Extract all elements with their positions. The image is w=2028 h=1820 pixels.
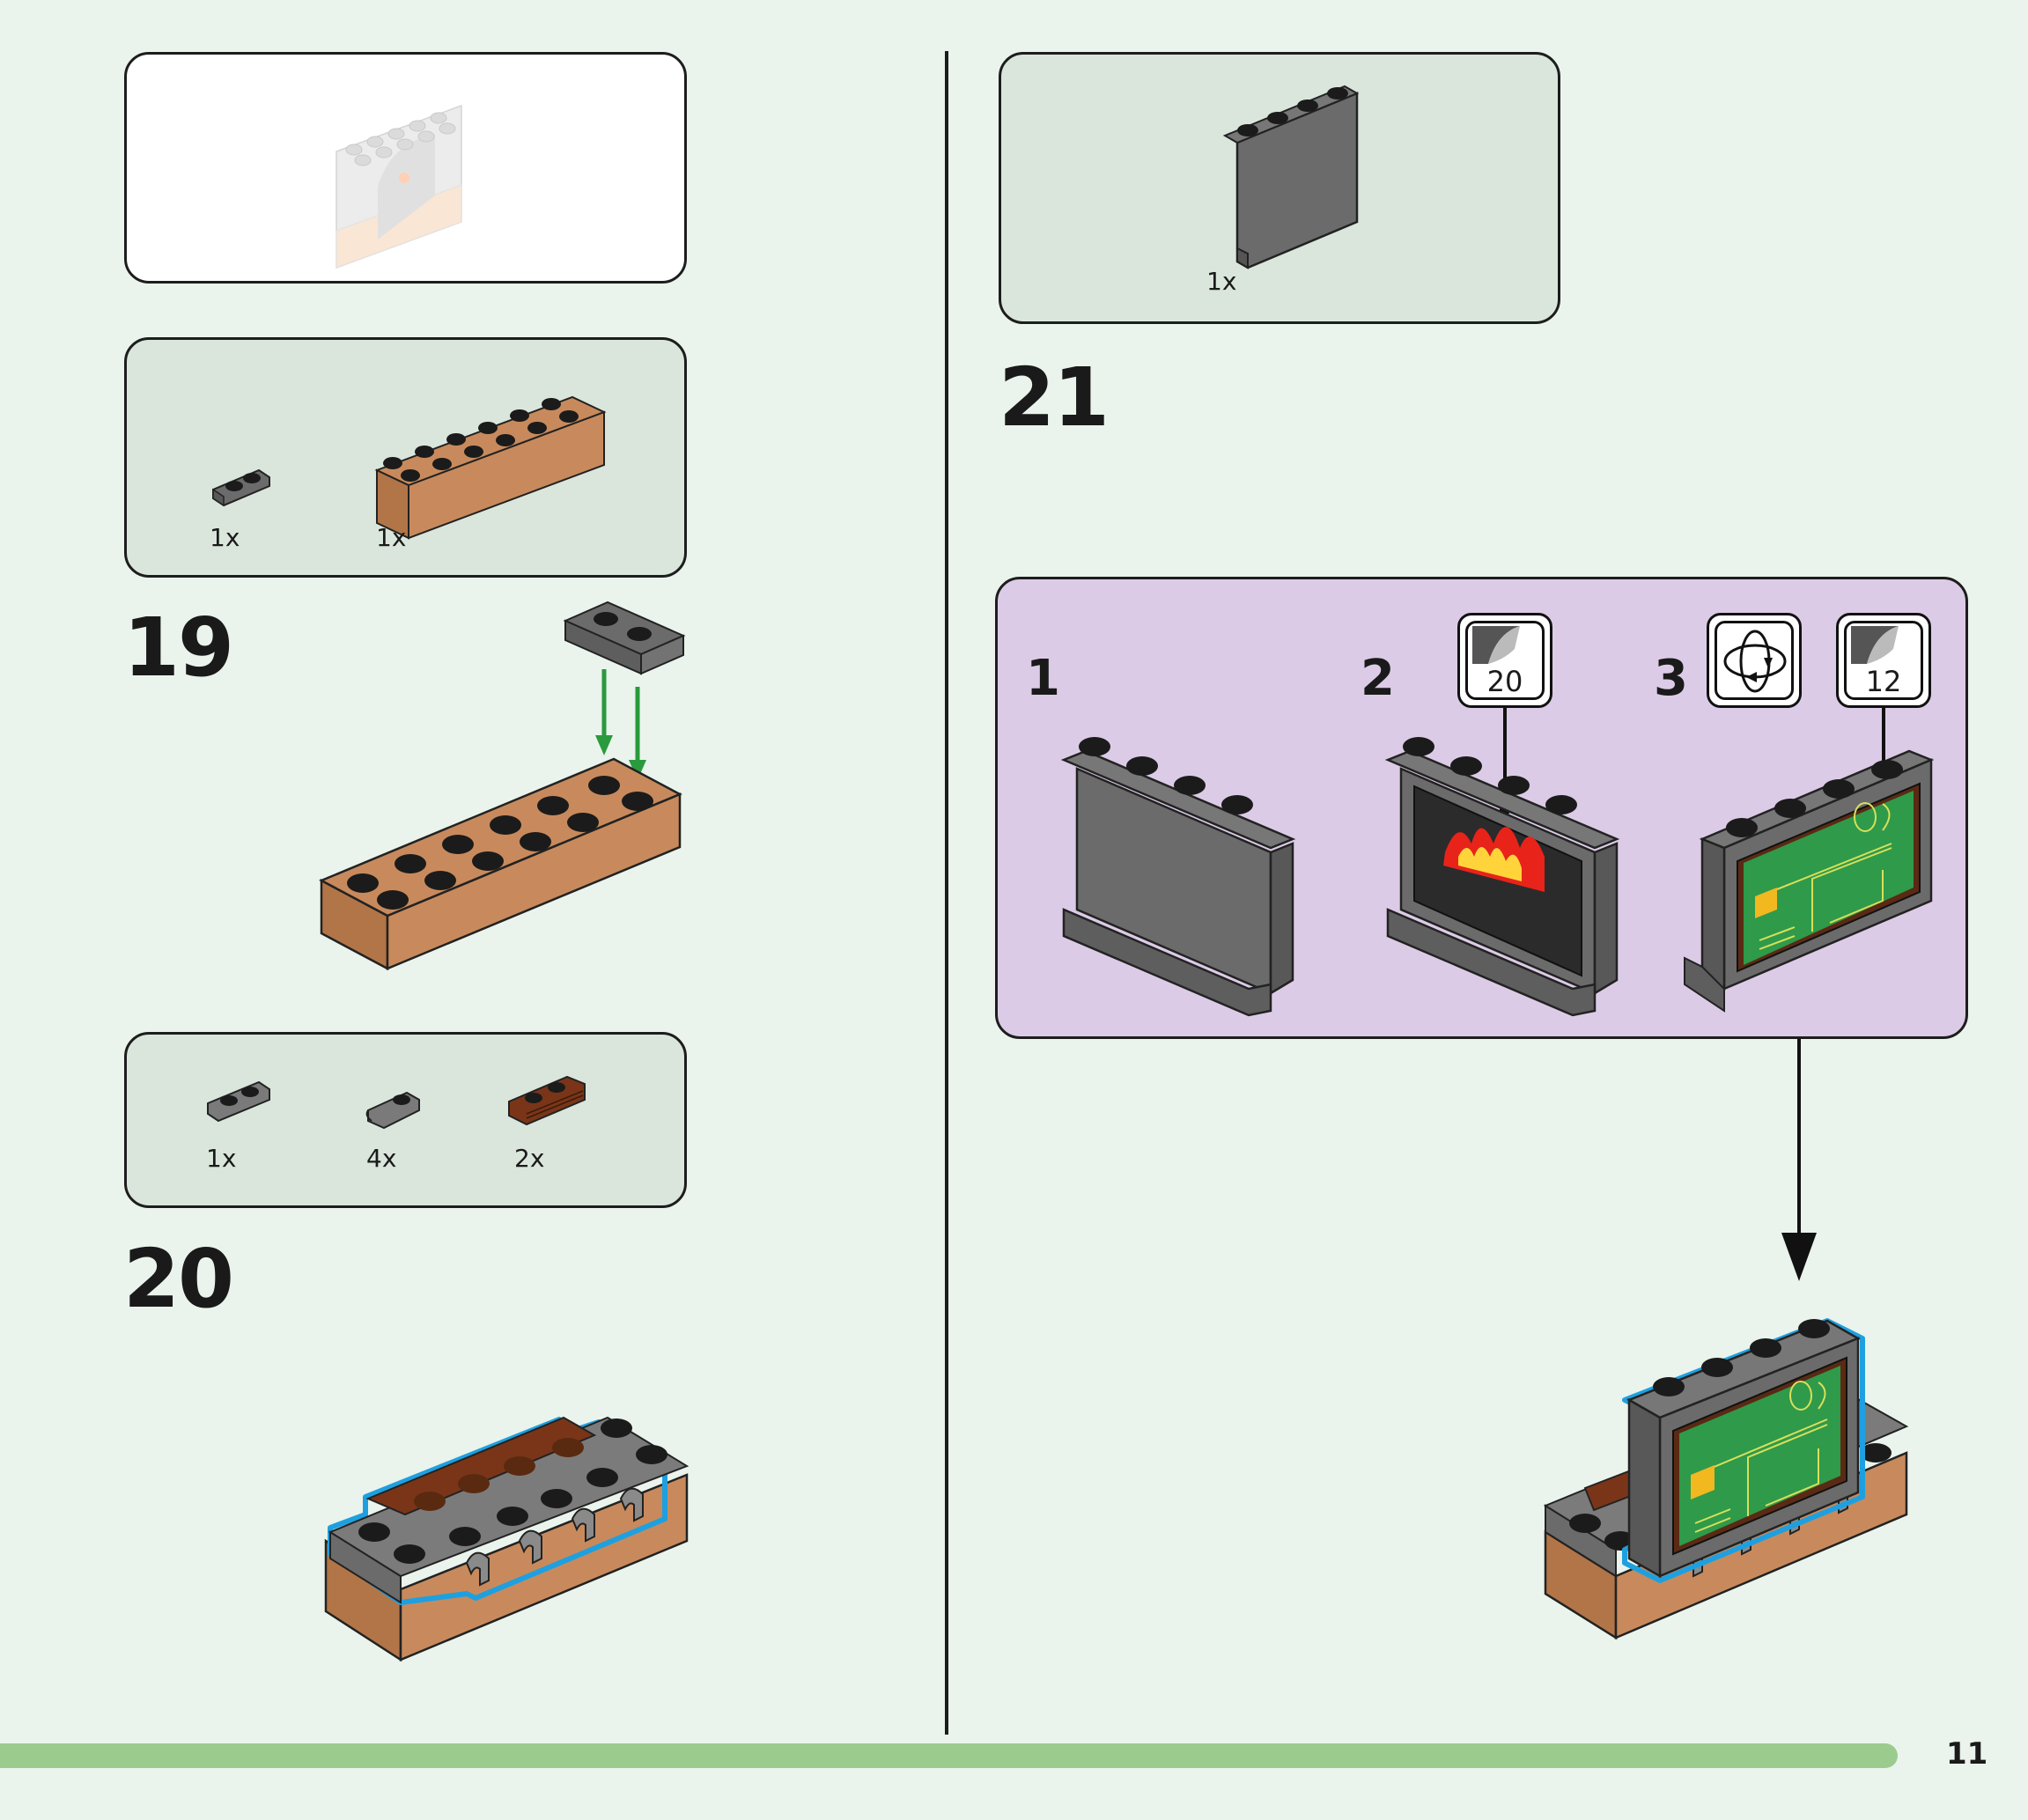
- step19-parts-box: 1x 1x: [124, 337, 687, 578]
- faded-fireplace-preview: [336, 104, 462, 269]
- substep-number-2: 2: [1361, 650, 1395, 707]
- rotate-model-icon: [1707, 613, 1802, 708]
- sticker-number: 12: [1865, 665, 1902, 698]
- part-plate-clip-grey: [365, 1091, 420, 1130]
- step19-build-illustration: [319, 601, 686, 971]
- sticker-callout-20: 20: [1457, 613, 1552, 708]
- sticker-peel-icon: [1851, 626, 1899, 664]
- part-brick-2x6-brown: [374, 395, 607, 540]
- part-qty: 1x: [376, 523, 407, 552]
- panel-plain: [1060, 737, 1296, 1017]
- substep-number-1: 1: [1026, 650, 1060, 707]
- previous-assembly-box: [124, 52, 687, 284]
- subassembly-box: 1 2 3 20 12: [995, 577, 1968, 1039]
- panel-fire-sticker: [1384, 737, 1620, 1017]
- step-number-19: 19: [123, 601, 234, 695]
- step20-parts-box: 1x 4x 2x: [124, 1032, 687, 1208]
- step-number-21: 21: [999, 350, 1110, 445]
- part-plate-rail-brown: [508, 1075, 586, 1126]
- page-number: 11: [1946, 1736, 1988, 1772]
- step21-build-illustration: [1543, 1318, 1909, 1640]
- panel-blueprint-sticker: [1684, 749, 1935, 1013]
- part-qty: 2x: [514, 1144, 545, 1173]
- step20-build-illustration: [324, 1416, 690, 1662]
- sticker-callout-12: 12: [1836, 613, 1931, 708]
- step-number-20: 20: [123, 1232, 234, 1326]
- column-divider: [945, 51, 948, 1735]
- sticker-peel-icon: [1472, 626, 1520, 664]
- part-qty: 1x: [210, 523, 240, 552]
- attach-arrow-icon: [1781, 1039, 1817, 1281]
- part-qty: 4x: [366, 1144, 397, 1173]
- part-plate-1x2-grey: [212, 468, 270, 507]
- substep-number-3: 3: [1654, 650, 1688, 707]
- part-qty: 1x: [1206, 267, 1237, 296]
- sticker-number: 20: [1486, 665, 1523, 698]
- part-panel-1x4x3-grey: [1222, 85, 1360, 269]
- part-qty: 1x: [206, 1144, 237, 1173]
- part-plate-1x2-grey: [207, 1080, 270, 1123]
- step21-parts-box: 1x: [999, 52, 1560, 324]
- page-progress-bar: [0, 1743, 1898, 1768]
